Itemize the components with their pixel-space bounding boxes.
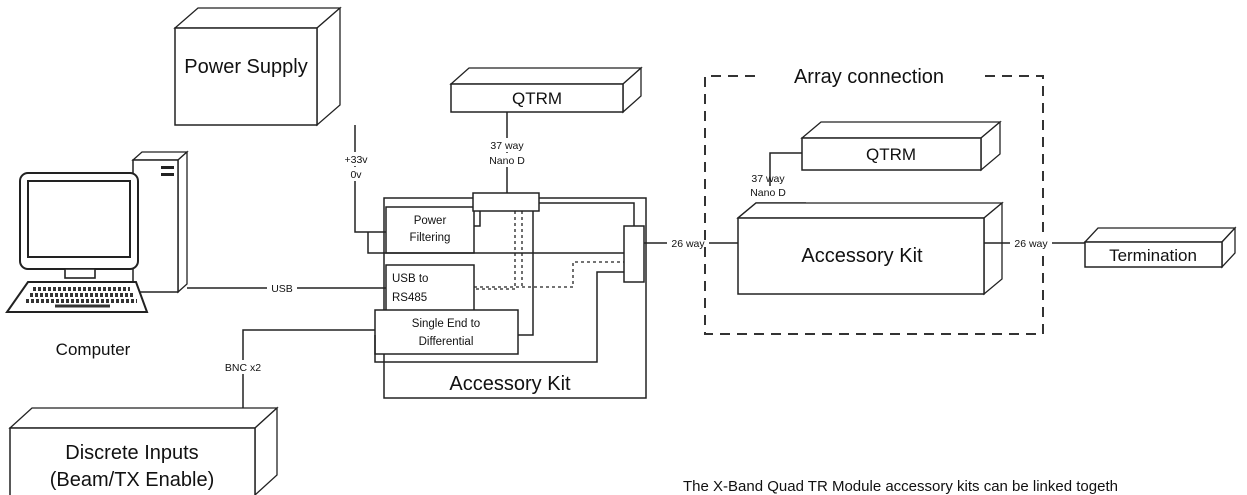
- discrete-inputs-label-1: Discrete Inputs: [65, 442, 198, 464]
- nano-d-right-line: [769, 152, 802, 186]
- qtrm-left-box: QTRM: [449, 66, 643, 114]
- usb-rs485-label-1: USB to: [392, 273, 428, 285]
- 26-way-left-label: 26 way: [671, 238, 705, 250]
- zero-v-label: 0v: [350, 169, 362, 181]
- power-filtering-label-2: Filtering: [410, 232, 451, 244]
- accessory-kit-left-label: Accessory Kit: [449, 373, 571, 395]
- qtrm-right-box: QTRM: [800, 120, 1002, 172]
- power-supply-label: Power Supply: [184, 56, 307, 78]
- power-filtering-block: Power Filtering: [385, 206, 475, 254]
- termination-box: Termination: [1083, 226, 1237, 269]
- nano-d-right-label-2: Nano D: [750, 187, 786, 199]
- nano-d-right-label-1: 37 way: [751, 173, 785, 185]
- discrete-inputs-label-2: (Beam/TX Enable): [50, 469, 215, 491]
- discrete-inputs-box: Discrete Inputs (Beam/TX Enable): [8, 406, 279, 495]
- nano-d-connector-left: [472, 192, 540, 212]
- 26-way-right-label: 26 way: [1014, 238, 1048, 250]
- single-end-label-2: Differential: [419, 336, 474, 348]
- usb-label: USB: [271, 283, 293, 295]
- usb-rs485-block: USB to RS485: [385, 264, 475, 312]
- single-end-label-1: Single End to: [412, 318, 480, 330]
- termination-label: Termination: [1109, 246, 1197, 265]
- computer-icon: [5, 150, 189, 313]
- array-connection-label: Array connection: [794, 66, 944, 88]
- connection-lines-left: [187, 112, 738, 408]
- single-end-block: Single End to Differential: [374, 309, 519, 355]
- accessory-kit-right-label: Accessory Kit: [801, 245, 923, 267]
- plus-33v-label: +33v: [344, 154, 368, 166]
- caption-text: The X-Band Quad TR Module accessory kits…: [683, 478, 1118, 495]
- line-labels: +33v 0v 37 way Nano D USB BNC x2 26 way: [216, 138, 709, 374]
- bnc-label: BNC x2: [225, 362, 261, 374]
- qtrm-right-label: QTRM: [866, 145, 916, 164]
- array-connection-frame: Array connection: [704, 66, 1044, 335]
- computer-label: Computer: [56, 340, 131, 359]
- power-supply-box: Power Supply: [173, 6, 342, 127]
- power-filtering-label-1: Power: [414, 215, 447, 227]
- nano-d-left-label-2: Nano D: [489, 155, 525, 167]
- 26-way-connector: [623, 225, 645, 283]
- nano-d-left-label-1: 37 way: [490, 140, 524, 152]
- usb-rs485-label-2: RS485: [392, 292, 427, 304]
- qtrm-left-label: QTRM: [512, 89, 562, 108]
- accessory-kit-right-box: Accessory Kit: [736, 201, 1004, 296]
